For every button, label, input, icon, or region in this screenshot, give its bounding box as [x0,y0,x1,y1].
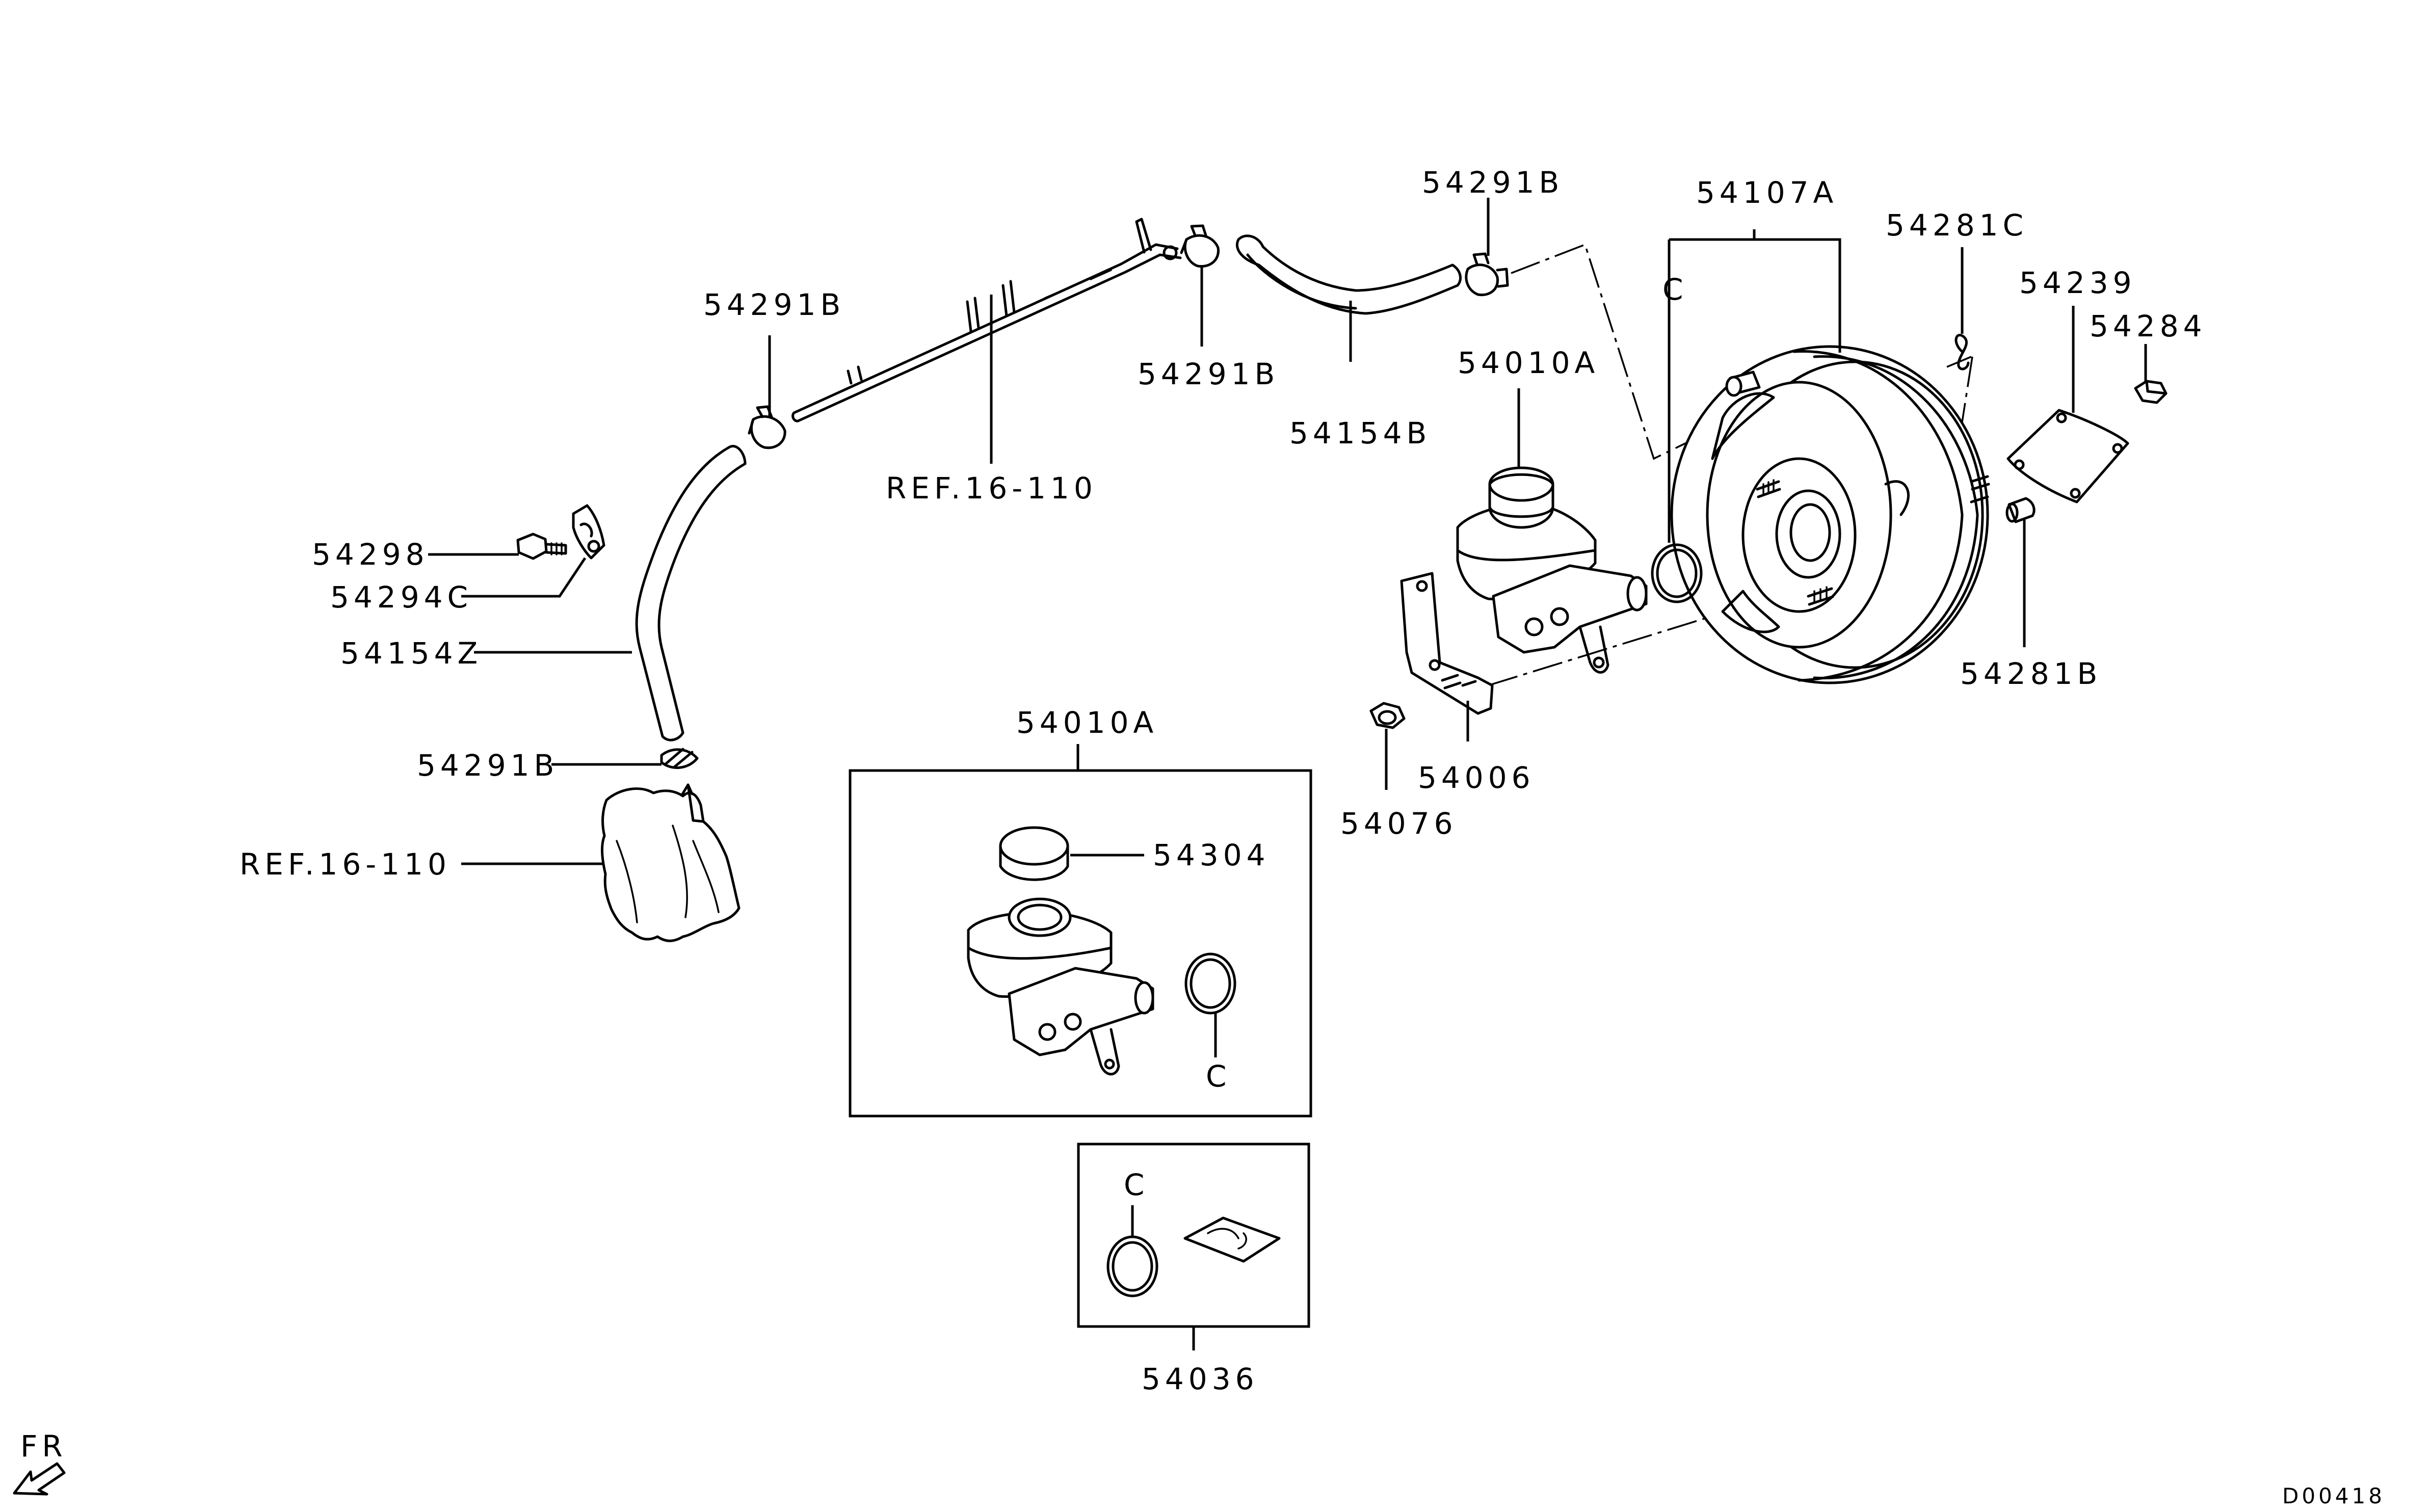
drawing-code: D00418 [2282,1483,2385,1508]
bolt-54298 [516,533,567,560]
seal-ring-box2 [1106,1235,1158,1297]
gasket-54239 [2006,409,2129,503]
label-54010a-box: 54010A [1016,705,1158,740]
hose-clamp-54291b-top-right [1465,252,1509,297]
label-ref-pipe: REF.16-110 [886,471,1097,506]
label-ref-transmission: REF.16-110 [240,847,451,882]
hose-clamp-54291b-mid [1180,224,1220,268]
hose-54154b [1235,234,1462,315]
clip-54281c [1954,334,1970,370]
label-54291b-bottom: 54291B [417,748,559,783]
seal-ring-box1-inner [1190,958,1231,1009]
arrow-down-left-icon [13,1462,66,1496]
hose-54154z [635,445,747,741]
label-54294c: 54294C [330,580,472,615]
label-54304: 54304 [1153,838,1270,872]
vacuum-pipe-ref [791,218,1182,422]
label-54107a: 54107A [1696,175,1838,210]
label-54076: 54076 [1340,806,1458,841]
nut-54076 [1369,702,1406,729]
grease-packet [1183,1216,1281,1263]
brake-booster-54107a [1670,345,1990,684]
seal-ring-c [1651,543,1703,603]
label-54154b: 54154B [1289,416,1431,450]
front-marker-label: FR [20,1429,67,1464]
label-54006: 54006 [1418,760,1535,795]
label-54291b-top-left: 54291B [703,287,845,322]
label-c-booster: C [1662,272,1688,307]
assembly-box-54010a [849,769,1312,1118]
hose-clamp-54291b-top-left [748,405,786,449]
label-c-box2: C [1124,1168,1149,1202]
master-cylinder-54010a-box [967,826,1154,1076]
front-direction-marker: FR [13,1429,67,1496]
seal-ring-box2-inner [1112,1241,1153,1292]
seal-ring-box1 [1184,952,1236,1015]
master-cylinder-54010a-main [1400,466,1648,715]
label-54291b-mid: 54291B [1138,357,1279,391]
transmission-ref-shape [601,783,741,942]
label-c-box1: C [1206,1059,1231,1094]
nut-54284 [2134,380,2168,404]
label-54036: 54036 [1142,1362,1259,1396]
label-54291b-top-right: 54291B [1422,165,1564,200]
label-54239: 54239 [2019,266,2136,300]
seal-ring-c-inner [1656,548,1698,598]
label-54284: 54284 [2090,309,2207,343]
bracket-54294c [572,504,605,560]
label-54281b: 54281B [1960,656,2102,691]
label-54298: 54298 [312,537,429,572]
leader-lines [428,198,2147,1350]
hose-clamp-54291b-lower [660,748,699,769]
pin-54281b [2005,497,2036,523]
label-54154z: 54154Z [340,636,482,671]
label-54010a-main: 54010A [1458,346,1599,380]
label-54281c: 54281C [1886,208,2028,243]
